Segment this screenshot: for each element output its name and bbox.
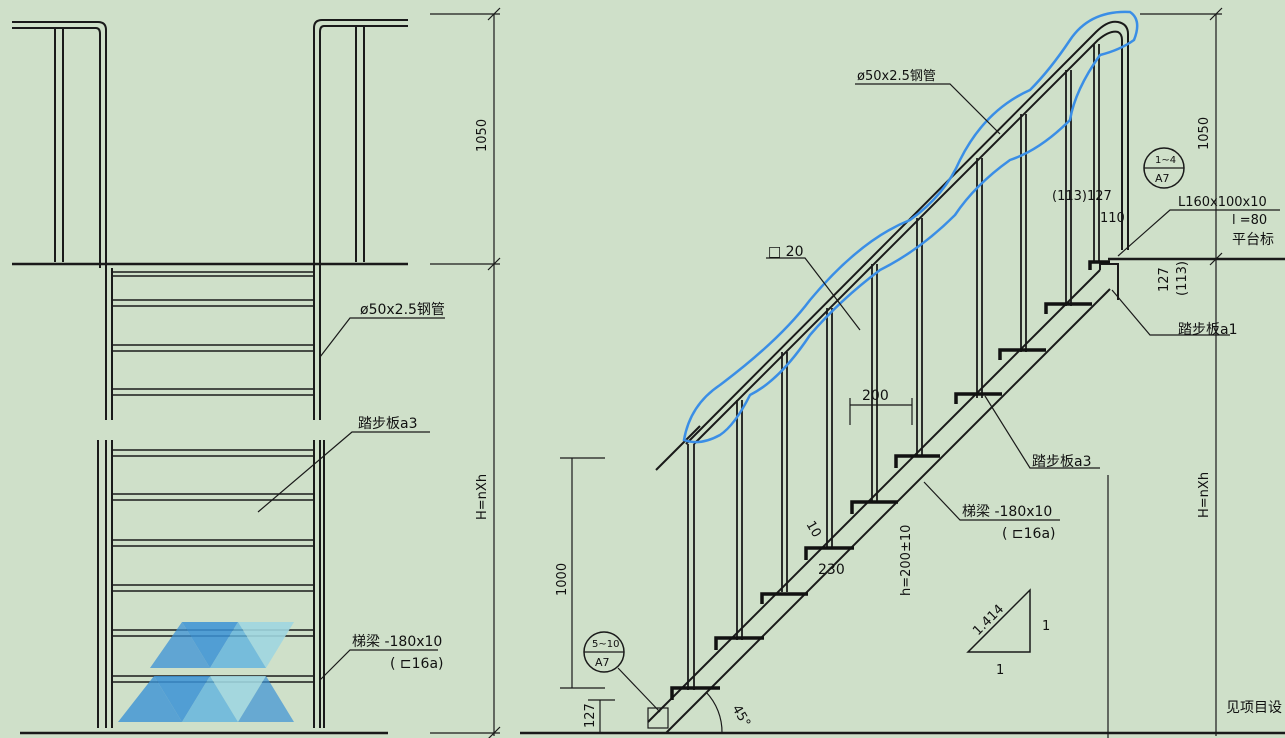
left-tread-label: 踏步板a3	[358, 416, 418, 432]
right-stringer	[647, 263, 1119, 734]
dim-200: 200	[862, 388, 889, 404]
detail-bottom-ref: A7	[595, 656, 610, 669]
dim-h: h=200±10	[899, 525, 914, 596]
dim-110: 110	[1100, 211, 1125, 226]
right-balusters	[687, 44, 1100, 690]
right-treads	[670, 260, 1110, 700]
angle-len: l =80	[1232, 213, 1267, 228]
base-plate	[647, 707, 669, 729]
right-dim-total: H=nXh	[1197, 472, 1212, 518]
left-dimension	[430, 7, 501, 738]
dim-230: 230	[818, 562, 845, 578]
slope-triangle	[966, 588, 1031, 653]
top-tread-label: 踏步板a1	[1178, 322, 1238, 338]
dim-1000: 1000	[555, 563, 570, 596]
right-handrail	[655, 20, 1129, 471]
left-stringer-label: 梯梁 -180x10	[352, 634, 442, 650]
left-dim-1050: 1050	[475, 119, 490, 152]
left-dim-total: H=nXh	[475, 474, 490, 520]
slope-1-vertical: 1	[1042, 619, 1050, 634]
right-stringer-label: 梯梁 -180x10	[962, 504, 1052, 520]
slope-1-horizontal: 1	[996, 663, 1004, 678]
watermark-logo	[118, 622, 294, 722]
platform-label: 平台标	[1232, 232, 1274, 248]
slope-1414: 1.414	[970, 602, 1007, 639]
right-side-view: ø50x2.5钢管 □ 20 200 230 10 h=200±10 踏步板a3…	[520, 7, 1285, 738]
bottom-note: 见项目设	[1226, 700, 1282, 716]
left-upper-rail	[12, 19, 408, 268]
right-leaders	[766, 83, 1280, 521]
left-leaders	[257, 317, 445, 681]
right-pipe-label: ø50x2.5钢管	[857, 69, 936, 84]
baluster-label: □ 20	[768, 244, 804, 260]
right-stringer-alt: ( ⊏16a)	[1002, 526, 1056, 542]
detail-top-num: 1~4	[1155, 155, 1176, 166]
right-tread-label: 踏步板a3	[1032, 454, 1092, 470]
right-dimensions	[560, 7, 1223, 738]
angle-45: 45°	[729, 703, 754, 730]
detail-top-ref: A7	[1155, 172, 1170, 185]
left-stringers	[97, 268, 325, 728]
highlight-cloud	[682, 10, 1139, 444]
left-treads	[112, 271, 314, 683]
left-stringer-alt: ( ⊏16a)	[390, 656, 444, 672]
dim-113-127: (113)127	[1052, 189, 1112, 204]
detail-bottom-num: 5~10	[592, 639, 619, 650]
left-pipe-label: ø50x2.5钢管	[360, 302, 445, 318]
dim-113: (113)	[1175, 261, 1190, 296]
angle-label: L160x100x10	[1178, 195, 1267, 210]
angle-arc	[705, 691, 723, 734]
dim-127: 127	[1157, 267, 1172, 292]
right-dim-1050: 1050	[1197, 117, 1212, 150]
left-front-view: ø50x2.5钢管 踏步板a3 梯梁 -180x10 ( ⊏16a) 1050 …	[12, 7, 501, 738]
dim-10: 10	[803, 519, 824, 541]
dim-127-base: 127	[583, 703, 598, 728]
